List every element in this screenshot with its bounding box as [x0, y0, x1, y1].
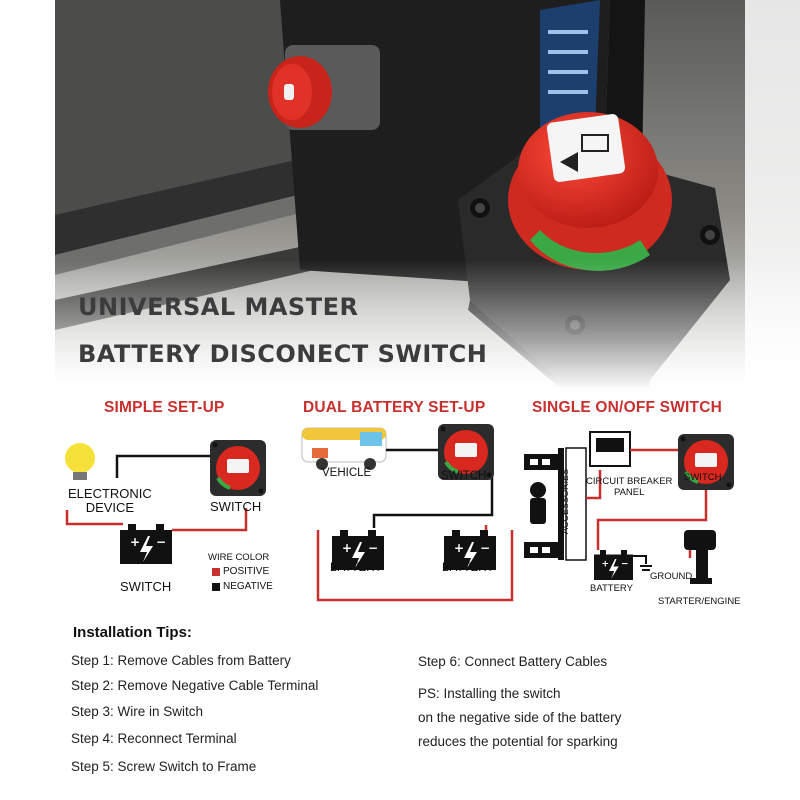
- tip-step-5: Step 5: Screw Switch to Frame: [71, 759, 257, 774]
- hero-photo: UNIVERSAL MASTER BATTERY DISCONECT SWITC…: [0, 0, 800, 390]
- tip-step-6: Step 6: Connect Battery Cables: [418, 654, 608, 669]
- ground-label: GROUND: [650, 571, 693, 582]
- tip-ps-line-1: PS: Installing the switch: [418, 686, 561, 701]
- tip-step-2: Step 2: Remove Negative Cable Terminal: [71, 678, 319, 693]
- tip-ps-line-3: reduces the potential for sparking: [418, 734, 618, 749]
- hero-title-line1: UNIVERSAL MASTER: [78, 293, 359, 321]
- negative-swatch: [212, 582, 220, 591]
- wire-color-legend-title: WIRE COLOR: [208, 552, 270, 563]
- simple-setup-title: SIMPLE SET-UP: [104, 399, 225, 416]
- dual-battery-title: DUAL BATTERY SET-UP: [303, 399, 486, 416]
- legend-positive-label: POSITIVE: [223, 566, 270, 577]
- legend-positive: POSITIVE: [212, 566, 269, 577]
- wiring-diagram-graphics: + −: [65, 422, 736, 602]
- dual-battery-diagram: [301, 422, 514, 602]
- tip-step-4: Step 4: Reconnect Terminal: [71, 731, 237, 746]
- circuit-breaker-label: CIRCUIT BREAKER PANEL: [586, 476, 673, 498]
- simple-setup-diagram: [65, 438, 268, 564]
- single-switch-label: SWITCH: [684, 472, 722, 483]
- single-battery-label: BATTERY: [590, 583, 633, 594]
- dual-battery2-label: BATTERY: [442, 562, 494, 574]
- legend-negative: NEGATIVE: [212, 581, 273, 592]
- hero-photo-illustration: [0, 0, 800, 390]
- starter-engine-label: STARTER/ENGINE: [658, 596, 741, 607]
- tips-title: Installation Tips:: [73, 624, 192, 641]
- dual-switch-label: SWITCH: [441, 470, 487, 482]
- vehicle-label: VEHICLE: [322, 467, 372, 479]
- tip-step-1: Step 1: Remove Cables from Battery: [71, 653, 291, 668]
- accessories-label: ACCESSORIES: [560, 468, 571, 535]
- tip-ps-line-2: on the negative side of the battery: [418, 710, 622, 725]
- legend-negative-label: NEGATIVE: [223, 581, 273, 592]
- electronic-device-label: ELECTRONIC DEVICE: [68, 486, 152, 515]
- installation-tips: Installation Tips: Step 1: Remove Cables…: [0, 615, 800, 800]
- tip-step-3: Step 3: Wire in Switch: [71, 704, 204, 719]
- single-switch-title: SINGLE ON/OFF SWITCH: [532, 399, 722, 416]
- simple-switch-label: SWITCH: [210, 499, 262, 514]
- single-switch-diagram: [524, 431, 736, 584]
- positive-swatch: [212, 567, 220, 576]
- simple-battery-label: SWITCH: [120, 579, 172, 594]
- hero-title-line2: BATTERY DISCONECT SWITCH: [78, 340, 488, 368]
- dual-battery1-label: BATTERY: [330, 562, 382, 574]
- wiring-diagrams: + −: [0, 390, 800, 615]
